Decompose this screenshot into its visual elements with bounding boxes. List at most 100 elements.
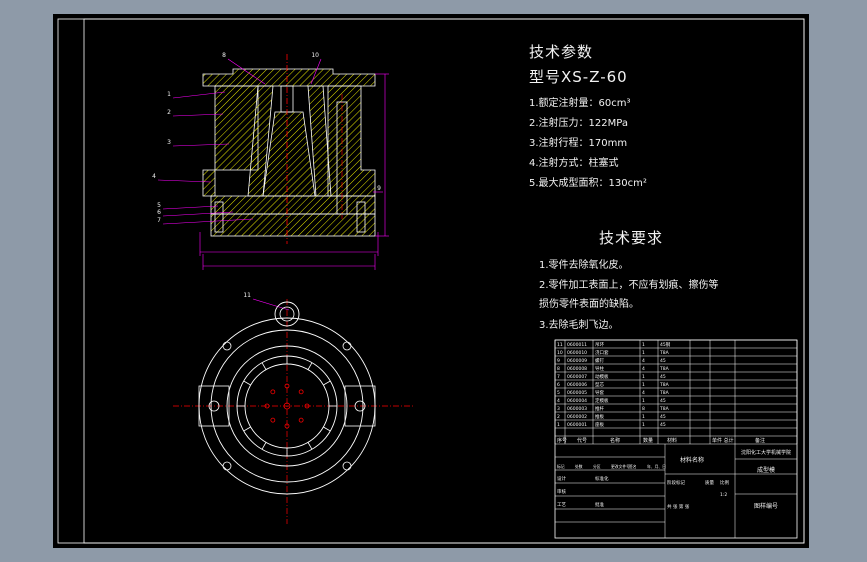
tb-approve: 批准	[595, 501, 604, 508]
spoke	[261, 362, 267, 370]
bom-cell-name: 浇口套	[595, 349, 609, 356]
bom-cell-no: 7	[557, 374, 560, 380]
leader-line	[310, 58, 322, 85]
bom-cell-mat: 45钢	[660, 341, 671, 348]
bom-cell-name: 推板	[595, 413, 604, 420]
bom-cell-code: 0600003	[567, 406, 587, 412]
bom-cell-mat: 45	[660, 422, 666, 428]
leader-line	[227, 58, 266, 85]
param-item: 1.额定注射量：60cm³	[529, 98, 631, 109]
bom-cell-mat: T8A	[659, 350, 670, 356]
spoke	[261, 442, 267, 450]
lug-right	[344, 385, 376, 427]
top-view-circle	[210, 329, 364, 483]
tb-rev-label: 分区	[593, 464, 601, 469]
lug-hole-left	[208, 400, 220, 412]
param-item: 4.注射方式：柱塞式	[529, 158, 619, 169]
leader-line	[252, 298, 290, 311]
fixed-plate-right	[327, 85, 376, 197]
moving-plate	[210, 195, 376, 215]
bom-cell-no: 4	[557, 398, 560, 404]
bom-cell-code: 0600009	[567, 358, 587, 364]
leader-line	[162, 211, 234, 217]
bom-cell-name: 吊环	[595, 342, 604, 348]
ejector-hole	[284, 383, 290, 389]
bom-header-mat: 材料	[667, 437, 677, 444]
spoke	[307, 442, 313, 450]
spoke	[323, 380, 331, 386]
bom-cell-code: 0600005	[567, 390, 587, 396]
tb-rev-label: 更改文件号	[611, 464, 630, 469]
bom-cell-name: 型芯	[595, 381, 604, 388]
inner-frame	[83, 18, 805, 544]
bom-cell-qty: 1	[642, 342, 645, 348]
tech-req-title: 技术要求	[599, 229, 664, 247]
param-item: 2.注射压力：122MPa	[529, 118, 628, 129]
balloon-label: 4	[152, 173, 156, 180]
bom-header-remark: 备注	[755, 437, 765, 444]
bom-cell-name: 导柱	[595, 365, 604, 372]
bom-header-weight: 单件 总计	[712, 437, 734, 444]
bom-cell-qty: 1	[642, 414, 645, 420]
bom-cell-mat: T8A	[659, 366, 670, 372]
leader-line	[172, 91, 226, 99]
tb-weight: 质量	[705, 479, 714, 486]
bom-cell-no: 3	[557, 406, 560, 412]
req-item: 3.去除毛刺飞边。	[539, 320, 619, 331]
req-item: 2.零件加工表面上，不应有划痕、擦伤等	[539, 280, 719, 291]
bom-cell-code: 0600011	[567, 342, 587, 348]
tb-person: 设计	[557, 475, 566, 482]
bom-cell-code: 0600008	[567, 366, 587, 372]
bom-cell-mat: T8A	[659, 406, 670, 412]
center-hole	[283, 402, 291, 410]
balloon-label: 8	[222, 52, 226, 59]
lifting-ring	[274, 301, 300, 327]
bom-cell-qty: 1	[642, 374, 645, 380]
bom-cell-name: 定模板	[595, 397, 609, 404]
bom-cell-qty: 8	[642, 406, 645, 412]
lifting-ring-inner	[279, 306, 295, 322]
bom-cell-qty: 4	[642, 366, 645, 372]
bom-cell-mat: 45	[660, 358, 666, 364]
bom-cell-name: 螺钉	[595, 357, 604, 364]
lug-hole-right	[354, 400, 366, 412]
bolt-hole	[222, 461, 232, 471]
leader-line	[157, 179, 212, 183]
guide-pin-left	[214, 201, 224, 233]
guide-pin-right	[356, 201, 366, 233]
ejector-hole	[264, 403, 270, 409]
bolt-hole	[342, 461, 352, 471]
bom-cell-qty: 1	[642, 350, 645, 356]
bom-cell-no: 9	[557, 358, 560, 364]
balloon-label: 2	[167, 109, 171, 116]
bolt-hole	[342, 341, 352, 351]
bom-cell-code: 0600007	[567, 374, 587, 380]
top-view-circle	[226, 345, 348, 467]
bom-header-code: 代号	[577, 437, 587, 444]
ejector-hole	[298, 389, 304, 395]
bom-cell-no: 8	[557, 366, 560, 372]
bom-cell-name: 推杆	[595, 405, 604, 412]
bom-cell-name: 座板	[595, 421, 604, 428]
tb-stage: 阶段标记	[667, 479, 685, 486]
bom-cell-mat: 45	[660, 374, 666, 380]
leader-line	[162, 205, 219, 210]
bom-cell-qty: 1	[642, 382, 645, 388]
tb-person: 工艺	[557, 502, 566, 508]
bom-cell-no: 11	[557, 342, 563, 348]
balloon-label: 7	[157, 217, 161, 224]
lug-left	[198, 385, 230, 427]
tb-drawing-no: 图样编号	[754, 502, 778, 510]
ejector-hole	[270, 389, 276, 395]
bom-cell-code: 0600001	[567, 422, 587, 428]
tb-rev-label: 年、月、日	[647, 464, 666, 469]
leader-line	[172, 143, 230, 147]
bom-cell-qty: 1	[642, 422, 645, 428]
param-item: 3.注射行程：170mm	[529, 138, 628, 149]
tb-scale-label: 比例	[720, 479, 729, 486]
bom-cell-no: 1	[557, 422, 560, 428]
bom-cell-code: 0600010	[567, 350, 587, 356]
tb-std: 标准化	[595, 475, 609, 482]
spoke	[307, 362, 313, 370]
